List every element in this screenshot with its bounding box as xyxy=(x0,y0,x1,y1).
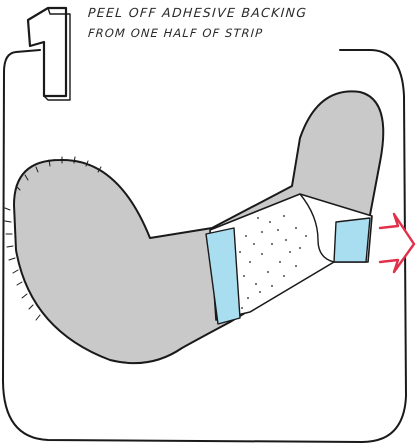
panel-frame xyxy=(2,49,407,443)
tape-pad-left xyxy=(205,227,241,325)
backing-fold xyxy=(299,193,335,263)
hair-texture xyxy=(4,156,102,321)
step-caption-line-2: FROM ONE HALF OF STRIP xyxy=(87,26,264,40)
tape-pad-right xyxy=(333,217,371,263)
step-caption-line-1: PEEL OFF ADHESIVE BACKING xyxy=(87,5,308,20)
step-number-one-shadow xyxy=(43,7,71,101)
arrow-right-icon xyxy=(378,212,416,274)
step-number-one-icon xyxy=(26,6,68,98)
limb-shape xyxy=(13,90,385,365)
